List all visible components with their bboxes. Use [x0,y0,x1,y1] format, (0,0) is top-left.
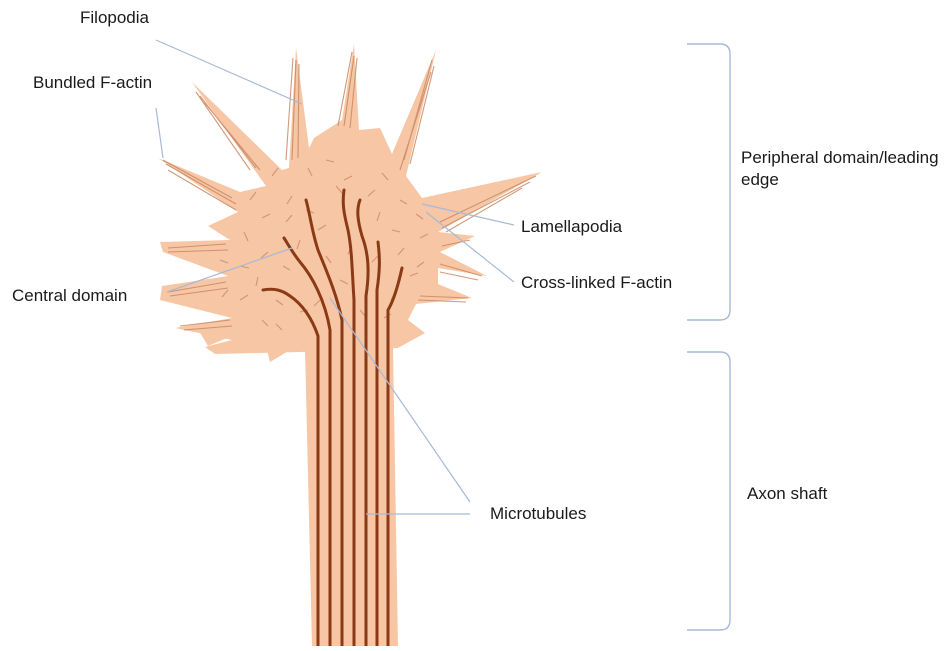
label-cross-linked-f-actin: Cross-linked F-actin [521,272,672,294]
axon-shaft-bracket [687,352,730,630]
peripheral-domain-bracket [687,44,730,320]
label-peripheral-domain: Peripheral domain/leading edge [741,147,948,191]
label-filopodia: Filopodia [80,7,149,29]
label-central-domain: Central domain [12,285,127,307]
label-bundled-f-actin: Bundled F-actin [33,72,152,94]
growth-cone-body [158,44,542,354]
label-microtubules: Microtubules [490,503,586,525]
label-axon-shaft: Axon shaft [747,483,827,505]
label-lamellapodia: Lamellapodia [521,216,622,238]
